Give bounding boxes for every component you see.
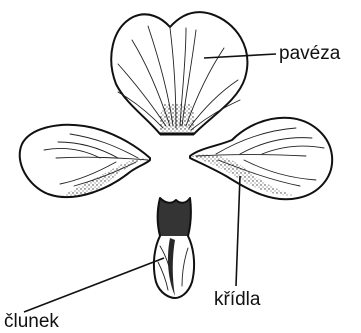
left-wing-petal <box>20 125 150 197</box>
standard-petal <box>111 12 247 134</box>
wings-leader <box>236 176 240 286</box>
keel-label: člunek <box>4 311 59 332</box>
keel-petal <box>154 198 194 298</box>
standard-label: pavéza <box>279 43 341 64</box>
wings-label: křídla <box>214 289 261 310</box>
keel-leader <box>24 258 164 312</box>
right-wing-petal <box>190 118 332 200</box>
